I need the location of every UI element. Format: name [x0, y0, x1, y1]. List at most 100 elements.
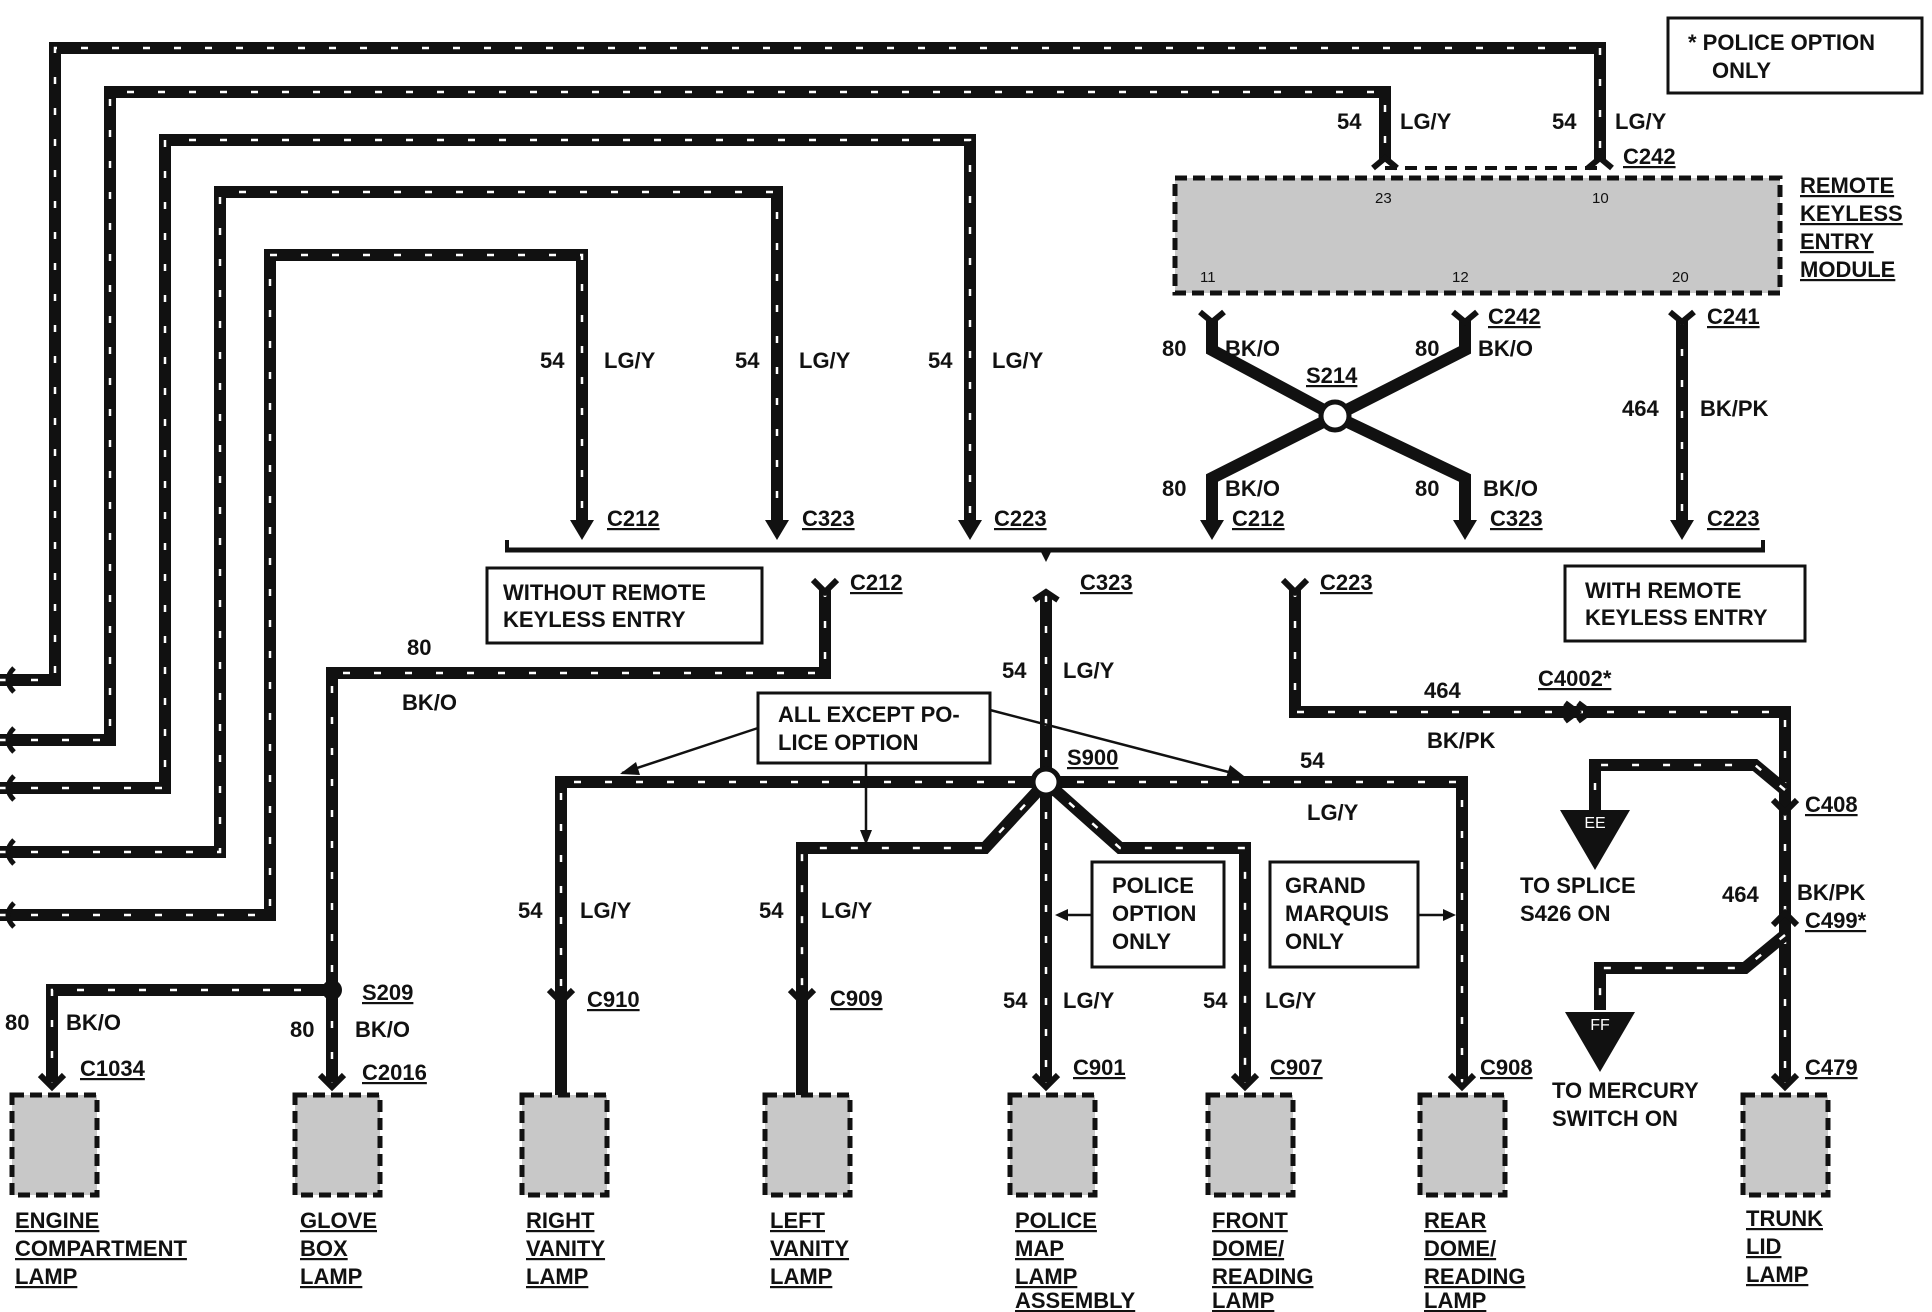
police-option-note-line1: * POLICE OPTION: [1688, 30, 1875, 55]
left-vanity-name-3: LAMP: [770, 1264, 832, 1289]
wire-bko-engine: BK/O: [66, 1010, 121, 1035]
splice-s900: [1030, 766, 1062, 798]
police-option-only-line2: OPTION: [1112, 901, 1196, 926]
wire-loop-3: [0, 134, 976, 794]
module-pin-20: 20: [1672, 269, 1689, 286]
conn-c910: C910: [587, 987, 640, 1012]
wire-bko-c: BK/O: [1225, 476, 1280, 501]
glove-lamp-name-1: GLOVE: [300, 1208, 377, 1233]
right-vanity-name-3: LAMP: [526, 1264, 588, 1289]
wires: [0, 42, 1791, 1082]
wire-lgy-c242a: LG/Y: [1400, 109, 1452, 134]
wire-lgy-left-vanity: LG/Y: [821, 898, 873, 923]
front-dome-name-4: LAMP: [1212, 1288, 1274, 1312]
police-option-note-line2: ONLY: [1712, 58, 1771, 83]
wire-ee: [1589, 759, 1789, 810]
left-vanity-lamp-box: [762, 1092, 853, 1198]
module-pin-23: 23: [1375, 190, 1392, 207]
all-except-police-note-line1: ALL EXCEPT PO-: [778, 702, 960, 727]
glove-lamp-name-2: BOX: [300, 1236, 348, 1261]
wire-54-loop5: 54: [540, 348, 565, 373]
wire-bkpk-module: BK/PK: [1700, 396, 1769, 421]
wire-464-module-num: 464: [1622, 396, 1659, 421]
conn-c212-lower: C212: [850, 570, 903, 595]
police-map-name-2: MAP: [1015, 1236, 1064, 1261]
right-vanity-lamp-box: [519, 1092, 610, 1198]
trunk-lamp-name-1: TRUNK: [1746, 1206, 1823, 1231]
all-except-police-note-box: [756, 691, 992, 765]
with-rke-note-box: [1563, 564, 1807, 643]
ref-ff-text-line1: TO MERCURY: [1552, 1078, 1699, 1103]
module-name-line3: ENTRY: [1800, 229, 1874, 254]
lower-caps: [810, 577, 1310, 603]
front-dome-name-1: FRONT: [1212, 1208, 1288, 1233]
conn-c223-lower: C223: [1320, 570, 1373, 595]
wire-lgy-loop3: LG/Y: [992, 348, 1044, 373]
trunk-lid-lamp-box: [1740, 1092, 1831, 1198]
wire-lgy-loop4: LG/Y: [799, 348, 851, 373]
rear-dome-name-3: READING: [1424, 1264, 1525, 1289]
ref-ff-triangle: [1565, 1012, 1635, 1072]
module-name-line4: MODULE: [1800, 257, 1895, 282]
grand-marquis-note-box: [1268, 860, 1420, 969]
wire-lgy-front-dome: LG/Y: [1265, 988, 1317, 1013]
wire-s900-left-vanity: [796, 777, 1051, 1000]
wire-54-right-vanity: 54: [518, 898, 543, 923]
module-pin-11: 11: [1200, 269, 1216, 286]
conn-c408: C408: [1805, 792, 1858, 817]
engine-lamp-name-1: ENGINE: [15, 1208, 99, 1233]
wire-464-trunk-num: 464: [1722, 882, 1759, 907]
conn-c223-upper: C223: [994, 506, 1047, 531]
left-vanity-name-1: LEFT: [770, 1208, 826, 1233]
wire-bko-c212: BK/O: [402, 690, 457, 715]
wire-lgy-loop5: LG/Y: [604, 348, 656, 373]
conn-c907: C907: [1270, 1055, 1323, 1080]
conn-c4002: C4002*: [1538, 666, 1612, 691]
glove-box-lamp-box: [292, 1092, 383, 1198]
wire-lgy-right-vanity: LG/Y: [580, 898, 632, 923]
conn-c223-module: C223: [1707, 506, 1760, 531]
connector-bus: [505, 540, 1765, 562]
splice-s214: [1318, 399, 1352, 433]
wire-80-engine: 80: [5, 1010, 29, 1035]
right-vanity-name-2: VANITY: [526, 1236, 605, 1261]
trunk-lamp-name-2: LID: [1746, 1234, 1781, 1259]
splice-s214-label: S214: [1306, 363, 1358, 388]
splice-s209: [322, 980, 342, 1000]
wire-80-d: 80: [1415, 476, 1439, 501]
front-dome-name-3: READING: [1212, 1264, 1313, 1289]
wire-54-loop4: 54: [735, 348, 760, 373]
engine-lamp-name-3: LAMP: [15, 1264, 77, 1289]
conn-c212-module: C212: [1232, 506, 1285, 531]
ref-ee-text-line2: S426 ON: [1520, 901, 1611, 926]
without-rke-note-line2: KEYLESS ENTRY: [503, 607, 686, 632]
police-map-name-4: ASSEMBLY: [1015, 1288, 1136, 1312]
wire-loop-2: [0, 86, 1391, 746]
module-caps: [1198, 154, 1696, 326]
conn-c901: C901: [1073, 1055, 1126, 1080]
rear-dome-name-2: DOME/: [1424, 1236, 1496, 1261]
wire-80-c212: 80: [407, 635, 431, 660]
wire-bkpk-c4002: BK/PK: [1427, 728, 1496, 753]
conn-c499: C499*: [1805, 908, 1867, 933]
trunk-lamp-name-3: LAMP: [1746, 1262, 1808, 1287]
conn-c323-module: C323: [1490, 506, 1543, 531]
grand-marquis-line3: ONLY: [1285, 929, 1344, 954]
wire-80-c: 80: [1162, 476, 1186, 501]
wire-bko-a: BK/O: [1225, 336, 1280, 361]
police-map-name-1: POLICE: [1015, 1208, 1097, 1233]
wire-54-rear: 54: [1300, 748, 1325, 773]
ref-ee-triangle: [1560, 810, 1630, 870]
without-rke-note-line1: WITHOUT REMOTE: [503, 580, 706, 605]
splice-s209-label: S209: [362, 980, 413, 1005]
wire-464-trunk: [1289, 590, 1791, 1082]
wire-loop-4: [0, 186, 783, 858]
right-vanity-name-1: RIGHT: [526, 1208, 595, 1233]
wire-54-s900: 54: [1002, 658, 1027, 683]
ref-ff-text-line2: SWITCH ON: [1552, 1106, 1678, 1131]
rear-dome-name-4: LAMP: [1424, 1288, 1486, 1312]
wire-54-c242a: 54: [1337, 109, 1362, 134]
conn-c323-upper: C323: [802, 506, 855, 531]
wire-s900-right: [1046, 776, 1468, 1082]
